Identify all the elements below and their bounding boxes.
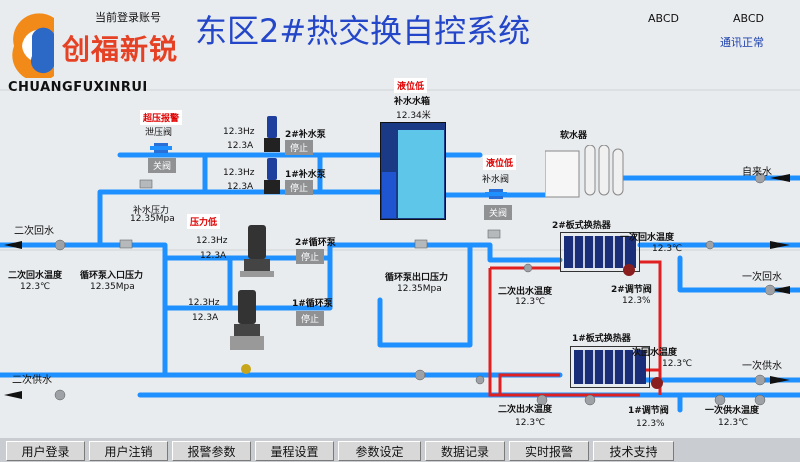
makeup-pressure-label: 补水压力 (133, 206, 170, 216)
makeup-water-tank (379, 121, 447, 221)
circ-outlet-pressure-value: 12.35Mpa (397, 284, 442, 294)
menu-user-logout[interactable]: 用户注销 (89, 441, 168, 461)
overpressure-alarm: 超压报警 (140, 110, 183, 125)
company-logo (4, 2, 154, 94)
water-softener-icon[interactable] (544, 144, 627, 200)
circ-inlet-pressure-value: 12.35Mpa (90, 282, 135, 292)
menu-param-setup[interactable]: 参数设定 (338, 441, 421, 461)
makeup-pump-1-icon[interactable] (264, 158, 280, 196)
makeup-pump-1-state[interactable]: 停止 (285, 180, 314, 195)
primary-supply-label: 一次供水 (742, 361, 782, 372)
relief-valve-state[interactable]: 关阀 (148, 158, 177, 173)
secondary-return-temp-value: 12.3℃ (20, 282, 51, 292)
hx-1-valve-label: 1#调节阀 (628, 406, 669, 416)
brand-name-cn: 创福新锐 (62, 33, 179, 66)
makeup-pump-2-state[interactable]: 停止 (285, 140, 314, 155)
softener-label: 软水器 (560, 131, 588, 141)
hx-2-secondary-out-value: 12.3℃ (515, 297, 546, 307)
hx-1-valve-value: 12.3% (636, 419, 665, 429)
menu-alarm-params[interactable]: 报警参数 (172, 441, 251, 461)
circ-pump-2-icon[interactable] (240, 225, 274, 277)
makeup-valve-state[interactable]: 关阀 (484, 205, 513, 220)
secondary-return-label: 二次回水 (14, 226, 54, 237)
circ-pump-2-freq: 12.3Hz (196, 236, 228, 246)
relief-valve-label: 泄压阀 (145, 128, 173, 138)
makeup-valve-label: 补水阀 (482, 175, 510, 185)
makeup-pump-2-current: 12.3A (227, 141, 254, 151)
hx-2-primary-return-label: 一次回水温度 (620, 233, 675, 243)
circ-inlet-pressure-label: 循环泵入口压力 (80, 271, 144, 281)
pressure-low-alarm: 压力低 (187, 214, 221, 229)
hx-2-secondary-out-label: 二次出水温度 (498, 287, 553, 297)
circ-pump-2-name: 2#循环泵 (295, 238, 336, 248)
secondary-return-temp-label: 二次回水温度 (8, 271, 63, 281)
plate-heat-exchanger-2[interactable] (559, 231, 641, 273)
circ-pump-1-freq: 12.3Hz (188, 298, 220, 308)
hx-2-valve-label: 2#调节阀 (611, 285, 652, 295)
relief-valve-icon[interactable] (150, 140, 172, 154)
hx-1-primary-return-value: 12.3℃ (662, 359, 693, 369)
comm-status: 通讯正常 (720, 36, 764, 49)
makeup-pressure-value: 12.35Mpa (130, 214, 175, 224)
circ-pump-2-state[interactable]: 停止 (296, 249, 325, 264)
makeup-pump-2-freq: 12.3Hz (223, 127, 255, 137)
hx-1-secondary-out-value: 12.3℃ (515, 418, 546, 428)
tank-level-alarm: 液位低 (394, 78, 428, 93)
menu-data-log[interactable]: 数据记录 (425, 441, 505, 461)
secondary-supply-label: 二次供水 (12, 375, 52, 386)
login-account-label: 当前登录账号 (95, 11, 161, 24)
tank-level-value: 12.34米 (396, 111, 431, 121)
makeup-pump-2-icon[interactable] (264, 116, 280, 154)
circ-pump-1-state[interactable]: 停止 (296, 311, 325, 326)
menu-realtime-alarm[interactable]: 实时报警 (509, 441, 589, 461)
circ-pump-1-icon[interactable] (230, 290, 264, 352)
circ-pump-2-current: 12.3A (200, 251, 227, 261)
hx-1-secondary-out-label: 二次出水温度 (498, 405, 553, 415)
makeup-pump-1-current: 12.3A (227, 182, 254, 192)
control-valve-1-icon[interactable] (650, 375, 664, 389)
hx-1-primary-supply-label: 一次供水温度 (705, 406, 760, 416)
menu-tech-support[interactable]: 技术支持 (593, 441, 674, 461)
tag-2: ABCD (733, 12, 765, 25)
makeup-valve-alarm: 液位低 (483, 155, 517, 170)
hx-1-primary-return-label: 次回水温度 (632, 348, 678, 358)
makeup-pump-1-freq: 12.3Hz (223, 168, 255, 178)
circ-outlet-pressure-label: 循环泵出口压力 (385, 273, 449, 283)
plate-heat-exchanger-1[interactable] (569, 345, 651, 389)
menu-user-login[interactable]: 用户登录 (6, 441, 85, 461)
tag-1: ABCD (648, 12, 680, 25)
hx-2-valve-value: 12.3% (622, 296, 651, 306)
logo-mark-icon (12, 13, 54, 78)
brand-name-en: CHUANGFUXINRUI (8, 80, 148, 95)
hx-2-name: 2#板式换热器 (552, 221, 611, 231)
makeup-pump-1-name: 1#补水泵 (285, 170, 326, 180)
hx-2-primary-return-value: 12.3℃ (652, 244, 683, 254)
control-valve-2-icon[interactable] (622, 262, 636, 276)
primary-return-label: 一次回水 (742, 272, 782, 283)
tap-water-label: 自来水 (742, 167, 772, 178)
tank-label: 补水水箱 (394, 97, 431, 107)
makeup-valve-icon[interactable] (485, 186, 507, 200)
makeup-pump-2-name: 2#补水泵 (285, 130, 326, 140)
drain-valve-icon[interactable] (240, 360, 252, 374)
hx-1-primary-supply-value: 12.3℃ (718, 418, 749, 428)
circ-pump-1-name: 1#循环泵 (292, 299, 333, 309)
menu-range-settings[interactable]: 量程设置 (255, 441, 334, 461)
page-title: 东区2#热交换自控系统 (195, 12, 531, 50)
hx-1-name: 1#板式换热器 (572, 334, 631, 344)
circ-pump-1-current: 12.3A (192, 313, 219, 323)
